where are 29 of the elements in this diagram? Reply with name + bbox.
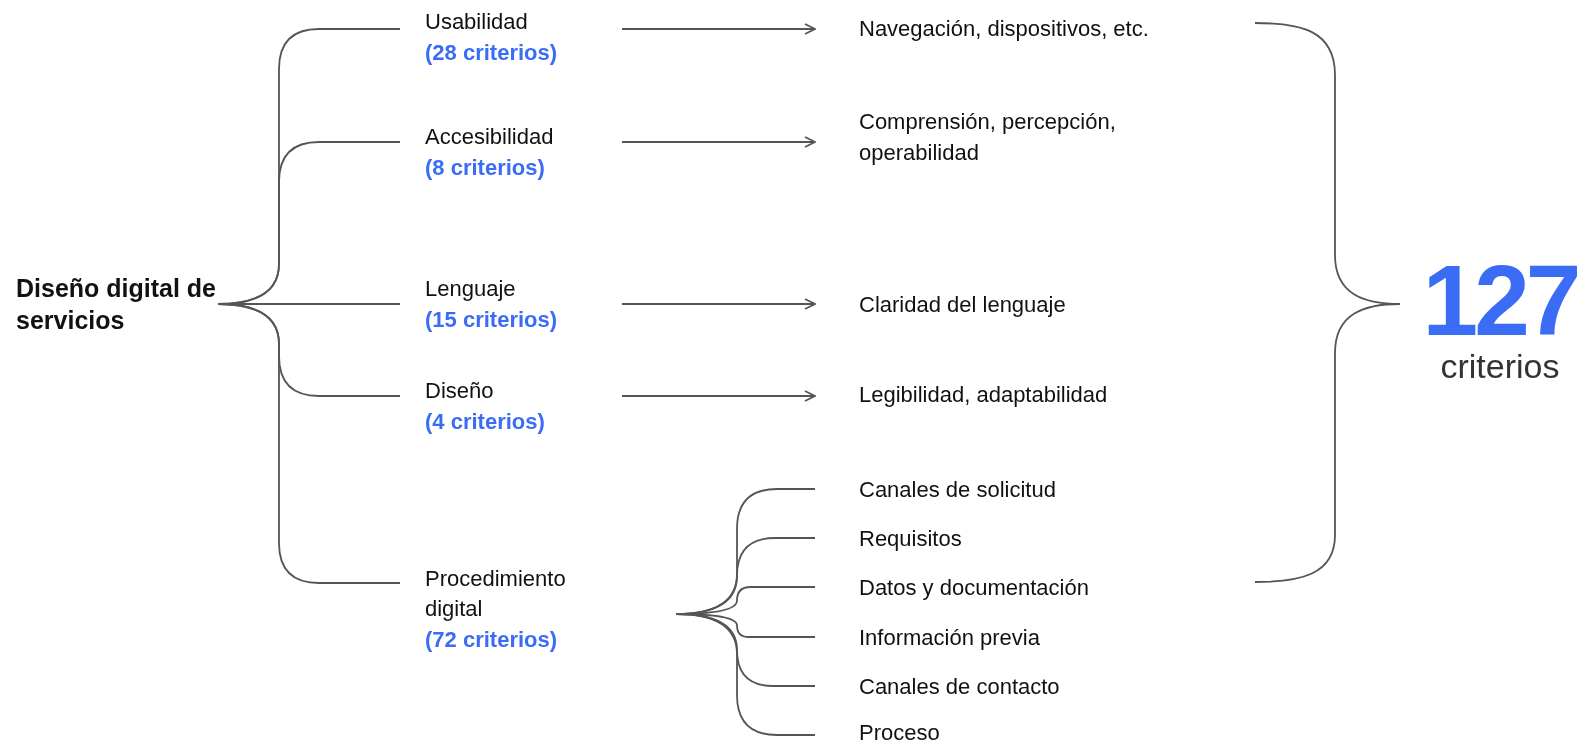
arrow xyxy=(621,390,816,402)
bracket-branch-line xyxy=(217,303,401,584)
description-text: Canales de contacto xyxy=(858,672,1061,701)
description-text: Navegación, dispositivos, etc. xyxy=(858,14,1150,43)
description-text: Legibilidad, adaptabilidad xyxy=(858,380,1109,409)
description-text: Información previa xyxy=(858,623,1041,652)
root-title: Diseño digital de servicios xyxy=(16,273,218,336)
description-text: Canales de solicitud xyxy=(858,475,1057,504)
description-text: Comprensión, percepción, operabilidad xyxy=(858,108,1117,167)
arrow xyxy=(621,136,816,148)
criteria-count: (8 criterios) xyxy=(425,154,546,182)
criteria-count: (28 criterios) xyxy=(425,39,559,67)
arrow xyxy=(621,23,816,35)
criteria-count: (15 criterios) xyxy=(425,306,559,334)
arrow xyxy=(621,298,816,310)
bracket-branch-line xyxy=(675,613,816,736)
total-label: criterios xyxy=(1440,346,1560,386)
criteria-count: (72 criterios) xyxy=(425,626,559,654)
description-text: Requisitos xyxy=(858,524,963,553)
description-text: Datos y documentación xyxy=(858,573,1090,602)
total-number: 127 xyxy=(1422,254,1578,346)
description-text: Proceso xyxy=(858,719,941,747)
category-name: Procedimiento digital xyxy=(425,565,567,623)
category-name: Lenguaje xyxy=(425,275,517,303)
description-text: Claridad del lenguaje xyxy=(858,290,1067,319)
category-name: Accesibilidad xyxy=(425,123,555,151)
criteria-count: (4 criterios) xyxy=(425,408,546,436)
category-name: Diseño xyxy=(425,377,495,405)
category-name: Usabilidad xyxy=(425,8,529,36)
